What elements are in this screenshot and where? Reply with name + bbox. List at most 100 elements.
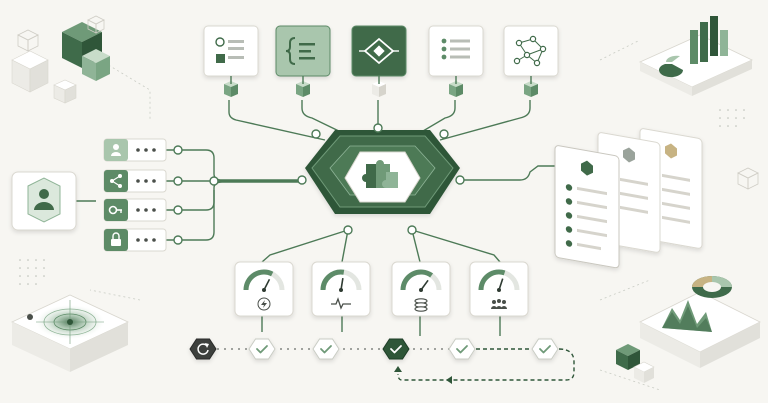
gauge-card-pulse[interactable] [311, 261, 371, 317]
network-card[interactable] [503, 25, 559, 77]
connector-cube-icon [224, 81, 238, 97]
gauge-fill [320, 269, 345, 291]
network-graph-icon [513, 35, 547, 67]
badge-icon [581, 160, 593, 176]
input-row-lock[interactable] [103, 228, 167, 252]
pulse-icon [331, 297, 351, 310]
connector-node-icon [209, 176, 219, 186]
connector-node-icon [173, 205, 183, 215]
gauge-row [234, 261, 529, 317]
pipeline-steps [189, 338, 575, 384]
check-icon [539, 345, 551, 354]
top-card-row [203, 25, 559, 97]
pipeline-step-5[interactable] [448, 338, 476, 360]
user-icon [34, 189, 54, 210]
decor-bar-chart-platform [639, 16, 753, 96]
share-icon [110, 174, 122, 188]
user-source-card[interactable] [11, 171, 77, 231]
connector-node-icon [455, 175, 465, 185]
document-icon [215, 37, 244, 63]
list-card[interactable] [428, 25, 484, 77]
connector-line [417, 100, 456, 135]
gauge-card-lightning[interactable] [234, 261, 294, 317]
restart-icon [197, 343, 209, 355]
document-stack[interactable] [554, 128, 703, 269]
radar-pin-icon [27, 314, 33, 320]
connector-line [341, 229, 349, 263]
connector-node-icon [311, 129, 321, 139]
check-icon [390, 345, 402, 354]
donut-chart-icon [692, 276, 732, 298]
connector-node-icon [343, 225, 353, 235]
database-icon [414, 298, 428, 312]
decor-cubes-top-left [11, 15, 110, 104]
central-hub[interactable] [305, 130, 460, 214]
connector-node-icon [373, 123, 383, 133]
cube-dark-bottom [616, 344, 640, 370]
decor-chart-platform-bottom-right [616, 276, 761, 383]
cube-outline [17, 29, 39, 52]
lock-icon [111, 232, 121, 246]
diamond-chip-icon [359, 37, 399, 65]
decor-dot-grid-right [719, 109, 745, 127]
gauge-card-team[interactable] [469, 261, 529, 317]
connector-lines [76, 100, 555, 336]
cube-green-light [82, 49, 110, 81]
decor-dashed-lines [89, 39, 661, 391]
lightning-icon [257, 297, 271, 311]
connector-line [166, 181, 300, 211]
connector-line [166, 149, 300, 181]
check-icon [320, 345, 332, 354]
gauge-fill [400, 269, 434, 291]
connector-node-icon [173, 235, 183, 245]
key-icon [108, 205, 122, 215]
input-row-key[interactable] [103, 198, 167, 222]
document-card[interactable] [203, 25, 259, 77]
code-braces-icon [285, 37, 315, 65]
chip-card[interactable] [351, 25, 407, 77]
connector-line [228, 100, 326, 141]
puzzle-icon [362, 160, 398, 188]
user-icon [111, 144, 121, 156]
pipeline-step-4[interactable] [382, 338, 410, 360]
connector-node-icon [173, 176, 183, 186]
list-icon [441, 38, 470, 60]
bar-2 [700, 22, 708, 62]
cube-white-bottom [633, 361, 655, 383]
connector-line [301, 100, 346, 135]
pipeline-step-2[interactable] [248, 338, 276, 360]
bar-4 [720, 30, 728, 56]
pipeline-step-6[interactable] [531, 338, 559, 360]
connector-line [261, 229, 349, 263]
decor-dot-grid-left [19, 259, 45, 285]
document-front [554, 145, 620, 269]
badge-icon [665, 143, 677, 159]
cube-white-small [53, 79, 77, 104]
input-row-share[interactable] [103, 169, 167, 193]
cube-outline-2 [87, 15, 105, 34]
pie-slice-icon [659, 64, 684, 78]
connector-node-icon [297, 175, 307, 185]
bar-3 [710, 16, 718, 56]
code-card[interactable] [275, 25, 331, 77]
check-icon [456, 345, 468, 354]
gauge-fill [243, 269, 274, 291]
connector-line [439, 100, 531, 141]
decor-cube-right [737, 167, 759, 190]
decor-radar-platform [11, 294, 129, 372]
connector-line [166, 190, 215, 241]
pipeline-step-3[interactable] [312, 338, 340, 360]
gauge-fill [478, 269, 506, 291]
bar-1 [690, 30, 698, 64]
badge-icon [623, 147, 635, 163]
gauge-card-database[interactable] [391, 261, 451, 317]
team-icon [491, 299, 507, 309]
input-row-user[interactable] [103, 138, 167, 162]
connector-line [460, 165, 555, 181]
cube-white-large [11, 50, 49, 93]
connector-line [411, 229, 421, 263]
pipeline-step-1[interactable] [189, 338, 217, 360]
connector-line [411, 229, 501, 263]
connector-node-icon [173, 145, 183, 155]
